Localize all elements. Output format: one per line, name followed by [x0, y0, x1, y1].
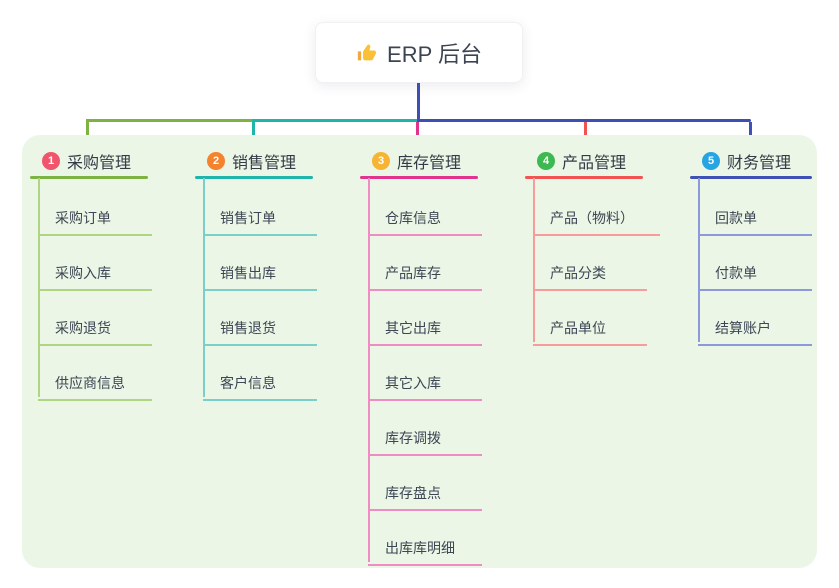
branch-header-sales[interactable]: 2 销售管理	[207, 149, 296, 173]
branch-header-product[interactable]: 4 产品管理	[537, 149, 626, 173]
product-material-node[interactable]: 产品（物料）	[533, 202, 660, 236]
purchase-inbound-node[interactable]: 采购入库	[38, 257, 152, 291]
branch-trunk-finance	[698, 178, 700, 342]
stock-count-node[interactable]: 库存盘点	[368, 477, 482, 511]
thumbs-up-icon	[356, 42, 378, 64]
root-title: ERP 后台	[387, 41, 482, 67]
product-unit-node[interactable]: 产品单位	[533, 312, 647, 346]
branch-label: 销售管理	[232, 155, 297, 172]
badge-3: 3	[372, 152, 390, 170]
settlement-account-node[interactable]: 结算账户	[698, 312, 812, 346]
branch-underline-sales	[195, 176, 313, 179]
product-stock-node[interactable]: 产品库存	[368, 257, 482, 291]
branch-label: 采购管理	[67, 155, 132, 172]
other-outbound-node[interactable]: 其它出库	[368, 312, 482, 346]
branch-underline-product	[525, 176, 643, 179]
branch-trunk-sales	[203, 178, 205, 397]
badge-1: 1	[42, 152, 60, 170]
connector-root	[417, 83, 420, 121]
branch-header-finance[interactable]: 5 财务管理	[702, 149, 791, 173]
outbound-detail-node[interactable]: 出库库明细	[368, 532, 482, 566]
root-node[interactable]: ERP 后台	[315, 22, 523, 83]
sales-return-node[interactable]: 销售退货	[203, 312, 317, 346]
customer-info-node[interactable]: 客户信息	[203, 367, 317, 401]
branch-label: 产品管理	[562, 155, 627, 172]
sales-outbound-node[interactable]: 销售出库	[203, 257, 317, 291]
connector-bus-green	[86, 119, 253, 122]
payment-node[interactable]: 付款单	[698, 257, 812, 291]
branch-label: 库存管理	[397, 155, 462, 172]
warehouse-info-node[interactable]: 仓库信息	[368, 202, 482, 236]
branches-panel	[22, 135, 817, 568]
product-category-node[interactable]: 产品分类	[533, 257, 647, 291]
branch-trunk-product	[533, 178, 535, 342]
supplier-info-node[interactable]: 供应商信息	[38, 367, 152, 401]
badge-2: 2	[207, 152, 225, 170]
connector-bus-indigo	[417, 119, 751, 122]
connector-bus-teal	[253, 119, 417, 122]
branch-trunk-inventory	[368, 178, 370, 562]
stock-transfer-node[interactable]: 库存调拨	[368, 422, 482, 456]
branch-underline-inventory	[360, 176, 478, 179]
branch-header-inventory[interactable]: 3 库存管理	[372, 149, 461, 173]
purchase-order-node[interactable]: 采购订单	[38, 202, 152, 236]
branch-label: 财务管理	[727, 155, 792, 172]
branch-header-purchase[interactable]: 1 采购管理	[42, 149, 131, 173]
receipt-node[interactable]: 回款单	[698, 202, 812, 236]
branch-trunk-purchase	[38, 178, 40, 397]
sales-order-node[interactable]: 销售订单	[203, 202, 317, 236]
badge-4: 4	[537, 152, 555, 170]
other-inbound-node[interactable]: 其它入库	[368, 367, 482, 401]
branch-underline-finance	[690, 176, 812, 179]
branch-underline-purchase	[30, 176, 148, 179]
badge-5: 5	[702, 152, 720, 170]
purchase-return-node[interactable]: 采购退货	[38, 312, 152, 346]
